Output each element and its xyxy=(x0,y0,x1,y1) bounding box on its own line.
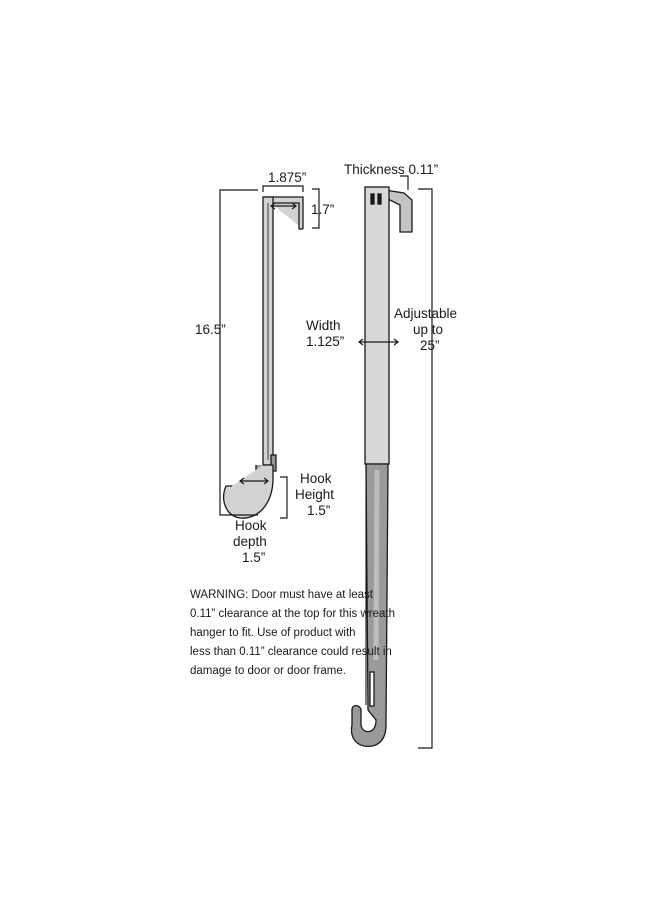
warning-line-4: less than 0.11” clearance could result i… xyxy=(190,646,392,658)
top-depth-dimension xyxy=(312,188,320,229)
hook-height-label-1: Hook xyxy=(300,471,332,486)
hook-depth-label-1: Hook xyxy=(235,518,267,533)
warning-line-2: 0.11” clearance at the top for this wrea… xyxy=(190,608,395,620)
hook-height-label-3: 1.5” xyxy=(307,503,330,518)
thickness-leader xyxy=(400,175,409,190)
right-hanger-upper-bar xyxy=(364,186,390,465)
left-hanger-dimensions xyxy=(219,185,320,519)
adjustable-length-dimension xyxy=(418,188,433,749)
right-hanger-top-slot-2 xyxy=(377,193,382,205)
warning-line-1: WARNING: Door must have at least xyxy=(190,589,374,601)
thickness-label: Thickness 0.11” xyxy=(344,162,438,177)
top-width-label: 1.875” xyxy=(268,170,306,185)
left-hanger-profile xyxy=(223,196,304,519)
adjustable-label-2: up to xyxy=(413,322,443,337)
hook-depth-label-2: depth xyxy=(233,534,267,549)
warning-line-5: damage to door or door frame. xyxy=(190,665,346,677)
right-hanger-dimensions xyxy=(358,175,433,749)
warning-text: WARNING: Door must have at least 0.11” c… xyxy=(190,589,395,677)
length-dimension xyxy=(219,189,258,516)
adjustable-label-1: Adjustable xyxy=(394,306,457,321)
hook-depth-label-3: 1.5” xyxy=(242,550,265,565)
hook-height-dimension xyxy=(280,476,288,519)
width-label-2: 1.125” xyxy=(306,334,344,349)
right-hanger-top-slot-1 xyxy=(370,193,375,205)
adjustable-label-3: 25” xyxy=(420,338,440,353)
hook-height-label-2: Height xyxy=(295,487,334,502)
length-label: 16.5” xyxy=(195,322,226,337)
warning-line-3: hanger to fit. Use of product with xyxy=(190,627,356,639)
width-label-1: Width xyxy=(306,318,341,333)
right-hanger-bottom-slot xyxy=(369,671,375,707)
top-width-dimension xyxy=(262,185,304,192)
top-depth-label: 1.7” xyxy=(311,202,334,217)
right-hanger-front xyxy=(350,186,413,748)
